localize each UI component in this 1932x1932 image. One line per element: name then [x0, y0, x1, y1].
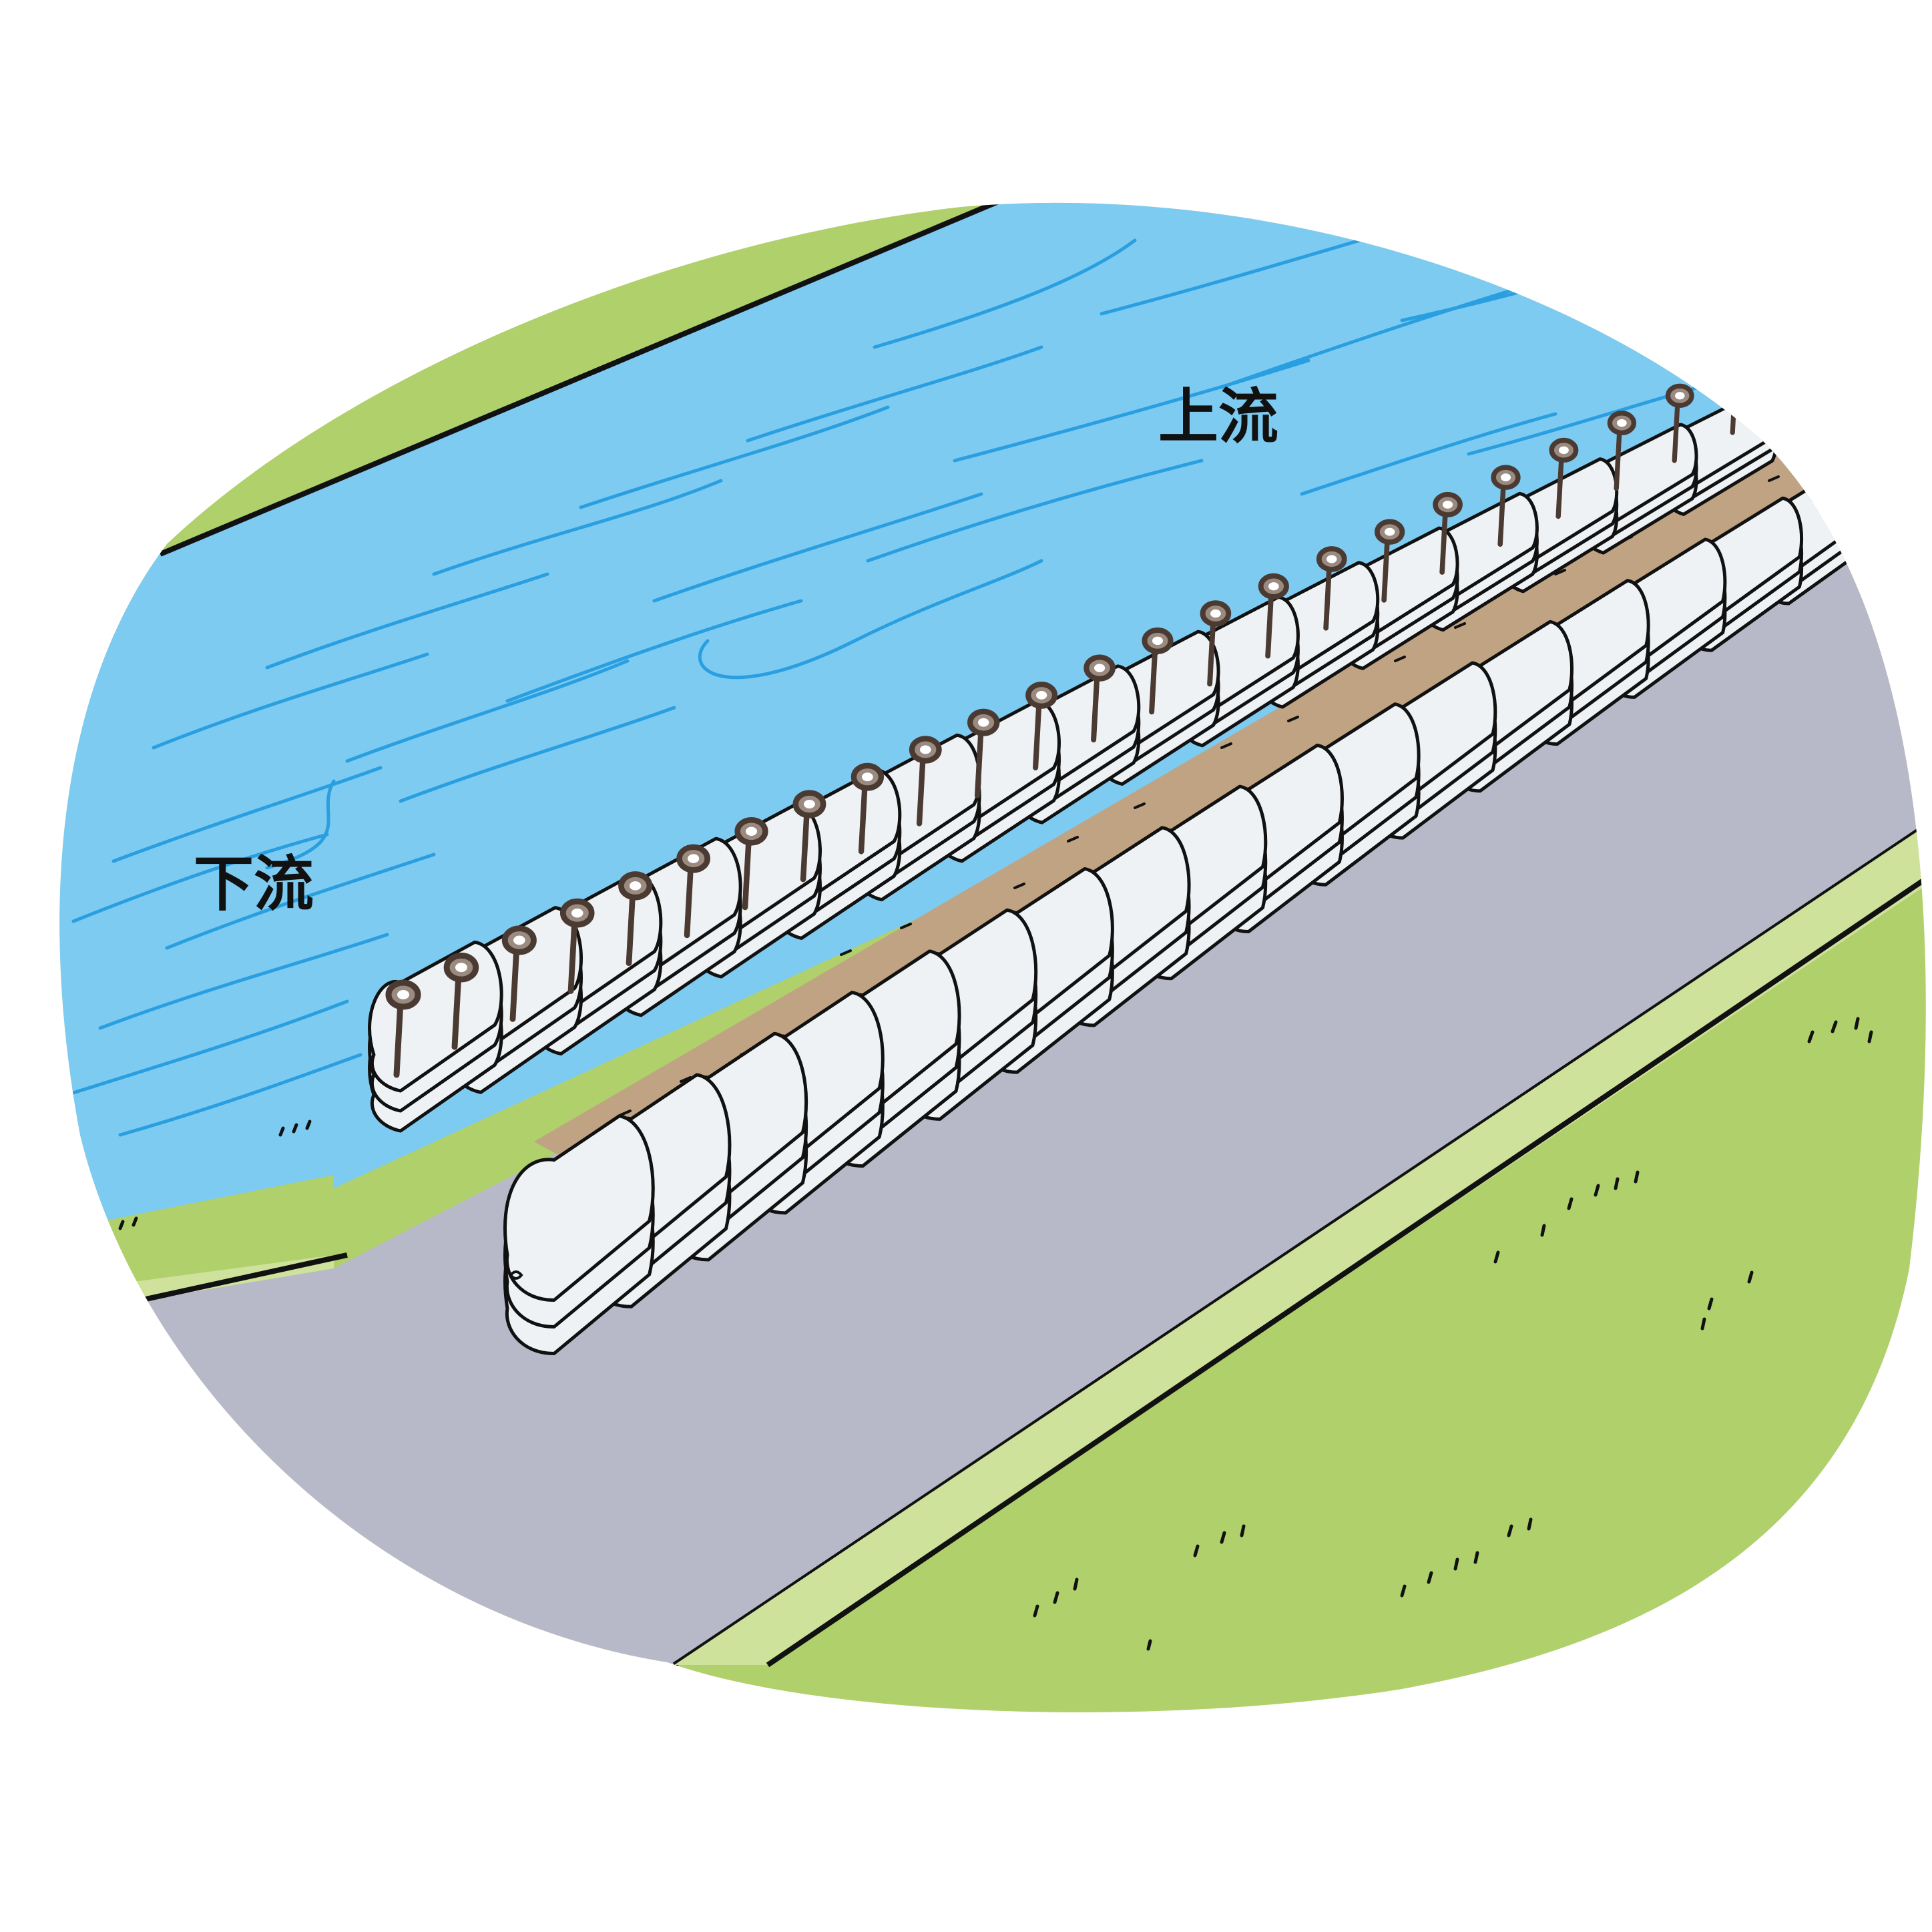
stake-icon: [851, 762, 885, 855]
road: [67, 534, 1926, 1665]
stake-icon: [1200, 600, 1232, 687]
stake-icon: [559, 898, 595, 994]
stake-icon: [1433, 491, 1463, 575]
front-sandbag-row: [503, 455, 1880, 1355]
stake-icon: [1316, 546, 1347, 631]
stake-icon: [792, 790, 826, 883]
stake-icon: [1607, 411, 1637, 491]
road-top-edge: [133, 1252, 348, 1304]
stake-icon: [1549, 437, 1579, 519]
soil-fill: [534, 434, 1843, 1175]
downstream-label: 下流: [194, 849, 314, 919]
stake-icon: [1491, 465, 1521, 547]
grass-ticks: [118, 1017, 1873, 1651]
stake-icon: [1083, 654, 1116, 743]
stakes: [385, 356, 1752, 1078]
stake-icon: [443, 952, 479, 1050]
stake-icon: [1258, 573, 1289, 659]
stake-icon: [676, 844, 710, 939]
upstream-label: 上流: [1158, 382, 1278, 452]
far-bank-edge: [159, 202, 1003, 557]
stake-icon: [1142, 627, 1174, 715]
sandbag-icon: [503, 1114, 655, 1355]
stake-icon: [734, 816, 768, 911]
waves: [65, 218, 1724, 1137]
lower-bank-light: [674, 828, 1926, 1665]
stake-icon: [385, 979, 421, 1078]
stake-icon: [618, 871, 653, 967]
lower-bank-edge: [766, 872, 1926, 1668]
back-sandbag-row: [368, 388, 1778, 1133]
stake-icon: [1375, 519, 1405, 603]
stake-icon: [501, 925, 537, 1022]
stake-icon: [967, 708, 1000, 798]
stake-icon: [1665, 383, 1694, 463]
stake-icon: [909, 736, 942, 826]
stake-icon: [1025, 682, 1058, 770]
